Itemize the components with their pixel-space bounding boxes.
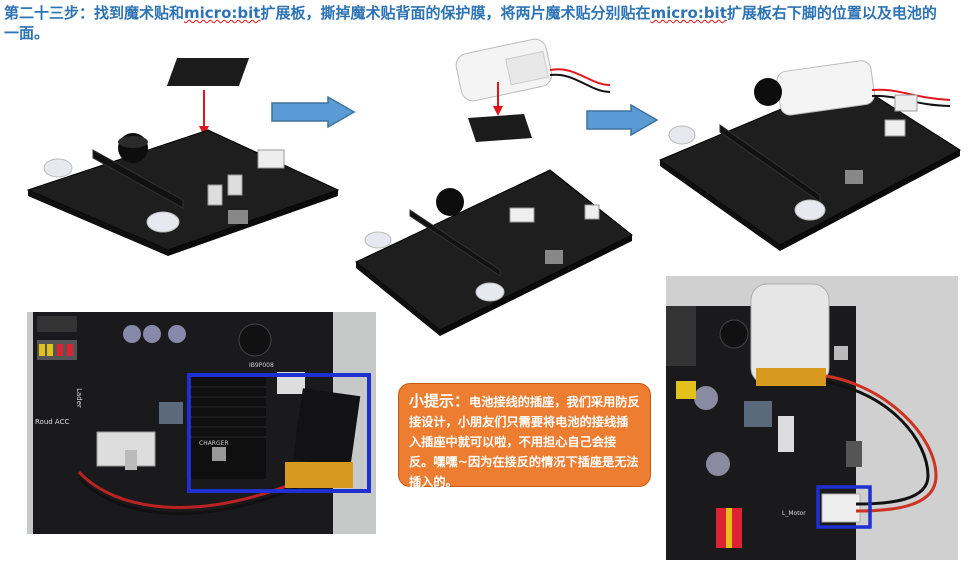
photo-battery-connector: L_Motor — [666, 276, 958, 560]
board-render-1 — [26, 58, 340, 256]
tip-body: 电池接线的插座，我们采用防反接设计，小朋友们只需要将电池的接线插入插座中就可以啦… — [409, 395, 640, 489]
photo-battery — [285, 462, 353, 488]
velcro-pad-top — [166, 58, 250, 86]
microbit-brand-2: micro:bit — [650, 4, 727, 22]
photo-board-velcro: Lader Roud ACC CHARGER IB9P008 — [27, 312, 376, 534]
tip-title: 小提示： — [409, 392, 470, 410]
highlight-box-2 — [816, 485, 872, 529]
label-roud-acc: Roud ACC — [35, 418, 70, 426]
battery-socket — [821, 493, 861, 523]
board-render-3 — [658, 60, 961, 251]
microbit-brand-1: micro:bit — [184, 4, 261, 22]
highlight-box-1 — [187, 373, 371, 493]
instruction-prefix: 第二十三步：找到魔术贴和 — [4, 4, 185, 22]
velcro-pad-mid — [468, 114, 532, 142]
instruction-suffix: 扩展板右下脚的位置以及电池的一面。 — [4, 4, 937, 42]
instruction-text: 第二十三步：找到魔术贴和micro:bit扩展板，撕掉魔术贴背面的保护膜，将两片… — [4, 3, 944, 43]
label-chip: IB9P008 — [249, 362, 274, 369]
step-arrow-1 — [271, 95, 356, 129]
instruction-middle: 扩展板，撕掉魔术贴背面的保护膜，将两片魔术贴分别贴在 — [260, 4, 651, 22]
velcro-on-battery — [292, 388, 361, 468]
step-arrow-2 — [586, 103, 659, 137]
board-render-2 — [355, 38, 633, 336]
label-lader: Lader — [74, 388, 83, 408]
tip-callout: 小提示：电池接线的插座，我们采用防反接设计，小朋友们只需要将电池的接线插入插座中… — [398, 383, 651, 489]
label-charger: CHARGER — [199, 440, 229, 447]
velcro-on-board — [191, 377, 266, 479]
pcb-board — [26, 129, 340, 251]
label-l-motor: L_Motor — [782, 510, 806, 517]
